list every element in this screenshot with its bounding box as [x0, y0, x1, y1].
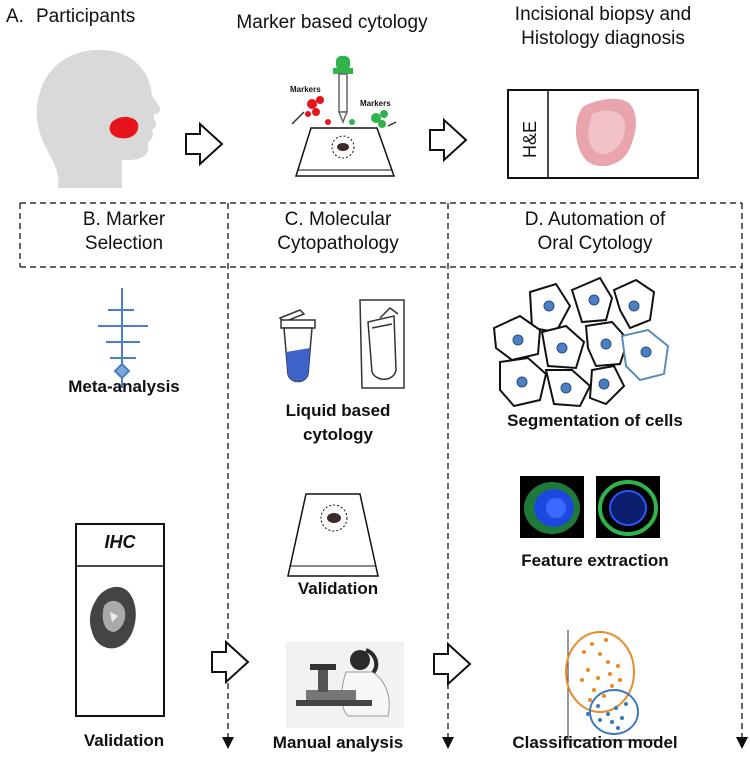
head-profile-icon: [36, 49, 161, 188]
arrow-icon-top-2: [429, 117, 468, 163]
sample-tube-icon: [278, 309, 316, 383]
markers-label-left: Markers: [290, 85, 321, 94]
col-b-title-line2: Selection: [84, 233, 164, 254]
microscope-user-icon: [286, 642, 404, 728]
panel-a-letter: A.: [6, 6, 24, 27]
body-graphics: [75, 276, 670, 741]
green-marker-icon: [349, 110, 397, 128]
markers-label-right: Markers: [360, 99, 391, 108]
lbc-container-icon: [359, 299, 405, 389]
he-label: H&E: [520, 120, 540, 158]
red-marker-icon: [291, 96, 331, 125]
he-slide-icon: [507, 89, 699, 179]
biopsy-label-line2: Histology diagnosis: [521, 28, 685, 49]
marker-cytology-label: Marker based cytology: [236, 12, 428, 33]
forest-plot-icon: [98, 288, 148, 388]
validation-slide-icon: [287, 493, 379, 577]
col-b-title-line1: B. Marker: [82, 209, 166, 230]
participants-label: Participants: [36, 6, 136, 27]
col-c-title-line2: Cytopathology: [277, 233, 399, 254]
validation-c-label: Validation: [297, 579, 379, 598]
down-arrow-icon-1: [222, 737, 234, 749]
biopsy-label-line1: Incisional biopsy and: [514, 4, 692, 25]
classification-label: Classification model: [512, 733, 678, 752]
down-arrow-icon-3: [736, 737, 748, 749]
ihc-label: IHC: [104, 532, 136, 552]
ihc-slide-icon: [75, 523, 165, 717]
col-c-title-line1: C. Molecular: [284, 209, 392, 230]
arrow-icon-bottom-1: [211, 639, 250, 685]
arrow-icon-top-1: [185, 121, 224, 167]
arrow-icon-bottom-2: [433, 641, 472, 687]
meta-analysis-label: Meta-analysis: [68, 377, 180, 396]
validation-b-label: Validation: [83, 731, 165, 750]
manual-analysis-label: Manual analysis: [272, 733, 404, 752]
liquid-cytology-label-line1: Liquid based: [285, 401, 391, 420]
cell-nuclei: [512, 294, 652, 394]
classification-scatter-icon: [565, 630, 660, 741]
liquid-cytology-label-line2: cytology: [303, 425, 373, 444]
col-d-title-line1: D. Automation of: [524, 209, 666, 230]
grid-lines: [19, 202, 748, 749]
col-d-title-line2: Oral Cytology: [537, 233, 653, 254]
oral-lesion-icon: [109, 116, 139, 139]
dropper-icon: [333, 56, 353, 125]
feature-extraction-icon: [520, 476, 660, 538]
top-row-graphics: [36, 49, 699, 188]
feature-extraction-label: Feature extraction: [521, 551, 669, 570]
segmentation-label: Segmentation of cells: [507, 411, 683, 430]
glass-slide-icon: [294, 127, 396, 177]
down-arrow-icon-2: [442, 737, 454, 749]
